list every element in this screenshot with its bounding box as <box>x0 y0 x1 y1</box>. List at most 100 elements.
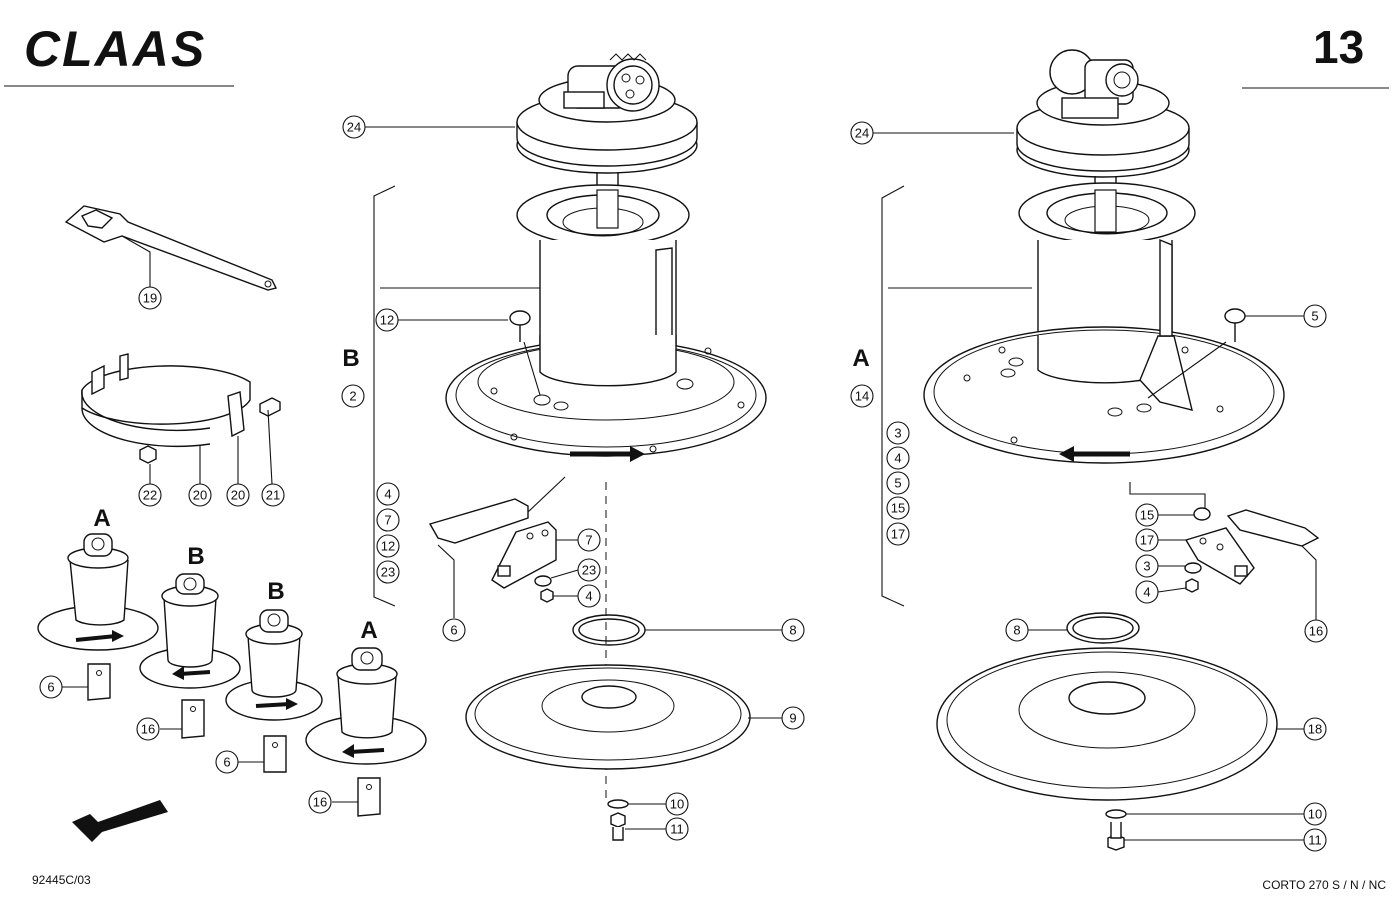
callout-12-left: 12 <box>375 308 399 332</box>
svg-text:3: 3 <box>894 426 901 441</box>
svg-text:7: 7 <box>585 533 592 548</box>
callout-6-drum-a: 6 <box>39 675 63 699</box>
callout-5-right: 5 <box>1303 304 1327 328</box>
svg-text:6: 6 <box>47 680 54 695</box>
svg-text:16: 16 <box>141 722 155 737</box>
callout-17-right: 17 <box>1135 528 1159 552</box>
svg-text:20: 20 <box>193 488 207 503</box>
callout-15-group-right: 15 <box>886 496 910 520</box>
callout-24-left: 24 <box>342 115 366 139</box>
callout-11-left: 11 <box>665 817 689 841</box>
svg-text:21: 21 <box>266 488 280 503</box>
callout-23-left: 23 <box>577 558 601 582</box>
small-knife-16a <box>181 699 205 739</box>
group-letter-left: B <box>342 345 359 372</box>
svg-text:12: 12 <box>380 313 394 328</box>
svg-text:17: 17 <box>891 527 905 542</box>
callout-10-right: 10 <box>1303 802 1327 826</box>
callout-15-right: 15 <box>1135 503 1159 527</box>
svg-text:7: 7 <box>384 513 391 528</box>
svg-text:11: 11 <box>670 822 684 837</box>
svg-text:4: 4 <box>1143 585 1150 600</box>
drum-label-1: A <box>93 505 110 532</box>
svg-text:23: 23 <box>381 565 395 580</box>
small-knife-16b <box>357 777 381 817</box>
small-drum-3 <box>225 609 323 721</box>
svg-text:15: 15 <box>891 501 905 516</box>
callout-16-drum-b: 16 <box>308 790 332 814</box>
callout-5-group-right: 5 <box>886 471 910 495</box>
callout-3-group-right: 3 <box>886 421 910 445</box>
callout-leaders <box>62 126 1317 841</box>
svg-text:12: 12 <box>381 539 395 554</box>
callout-19-tool: 19 <box>138 286 162 310</box>
model-designation: CORTO 270 S / N / NC <box>1262 878 1386 892</box>
callout-7-left: 7 <box>577 528 601 552</box>
callout-9-left: 9 <box>781 706 805 730</box>
left-gearbox-top <box>516 53 698 174</box>
callout-3-right: 3 <box>1135 554 1159 578</box>
svg-text:11: 11 <box>1308 833 1322 848</box>
callout-8-left: 8 <box>781 618 805 642</box>
drum-label-2: B <box>187 543 204 570</box>
callout-22-tool: 22 <box>138 483 162 507</box>
drum-label-4: A <box>360 617 377 644</box>
svg-text:10: 10 <box>670 797 684 812</box>
callout-4-group-right: 4 <box>886 446 910 470</box>
svg-text:3: 3 <box>1143 559 1150 574</box>
small-drum-1 <box>37 533 159 651</box>
svg-text:20: 20 <box>231 488 245 503</box>
small-knife-6b <box>263 735 287 773</box>
drum-label-3: B <box>267 578 284 605</box>
svg-text:2: 2 <box>349 389 356 404</box>
callout-10-left: 10 <box>665 792 689 816</box>
drawing-code: 92445C/03 <box>32 873 91 887</box>
callout-16-drum-a: 16 <box>136 717 160 741</box>
right-drum-assembly <box>881 49 1320 851</box>
callout-6-left: 6 <box>442 618 466 642</box>
spanner-tool <box>64 205 278 291</box>
left-drum-assembly <box>373 53 767 841</box>
group-letter-right: A <box>852 345 869 372</box>
svg-text:4: 4 <box>384 487 391 502</box>
callout-4-left: 4 <box>577 584 601 608</box>
callout-24-right: 24 <box>850 121 874 145</box>
svg-text:9: 9 <box>789 711 796 726</box>
svg-text:19: 19 <box>143 291 157 306</box>
callout-4-right: 4 <box>1135 580 1159 604</box>
svg-text:4: 4 <box>585 589 592 604</box>
callout-18-right: 18 <box>1303 717 1327 741</box>
svg-text:6: 6 <box>223 755 230 770</box>
svg-text:10: 10 <box>1308 807 1322 822</box>
callout-16-right: 16 <box>1304 619 1328 643</box>
callout-20-tool-b: 20 <box>226 483 250 507</box>
svg-text:22: 22 <box>143 488 157 503</box>
svg-text:14: 14 <box>855 389 869 404</box>
callout-7-group-left: 7 <box>376 508 400 532</box>
svg-text:24: 24 <box>347 120 361 135</box>
svg-text:5: 5 <box>894 476 901 491</box>
svg-text:18: 18 <box>1308 722 1322 737</box>
right-gearbox-top <box>1016 49 1190 178</box>
left-blade-6 <box>428 498 529 544</box>
small-drum-2 <box>139 573 241 689</box>
svg-text:16: 16 <box>1309 624 1323 639</box>
small-drum-4 <box>305 647 427 765</box>
svg-text:6: 6 <box>450 623 457 638</box>
claas-logo: CLAAS <box>24 21 206 77</box>
travel-direction-arrow <box>72 800 168 842</box>
svg-text:15: 15 <box>1140 508 1154 523</box>
callout-4-group-left: 4 <box>376 482 400 506</box>
svg-text:8: 8 <box>789 623 796 638</box>
small-knife-6a <box>87 663 111 701</box>
callout-14-group: 14 <box>850 384 874 408</box>
svg-text:23: 23 <box>582 563 596 578</box>
svg-text:5: 5 <box>1311 309 1318 324</box>
svg-text:8: 8 <box>1013 623 1020 638</box>
callout-2-group: 2 <box>341 384 365 408</box>
svg-text:4: 4 <box>894 451 901 466</box>
callout-11-right: 11 <box>1303 828 1327 852</box>
callout-21-tool: 21 <box>261 483 285 507</box>
